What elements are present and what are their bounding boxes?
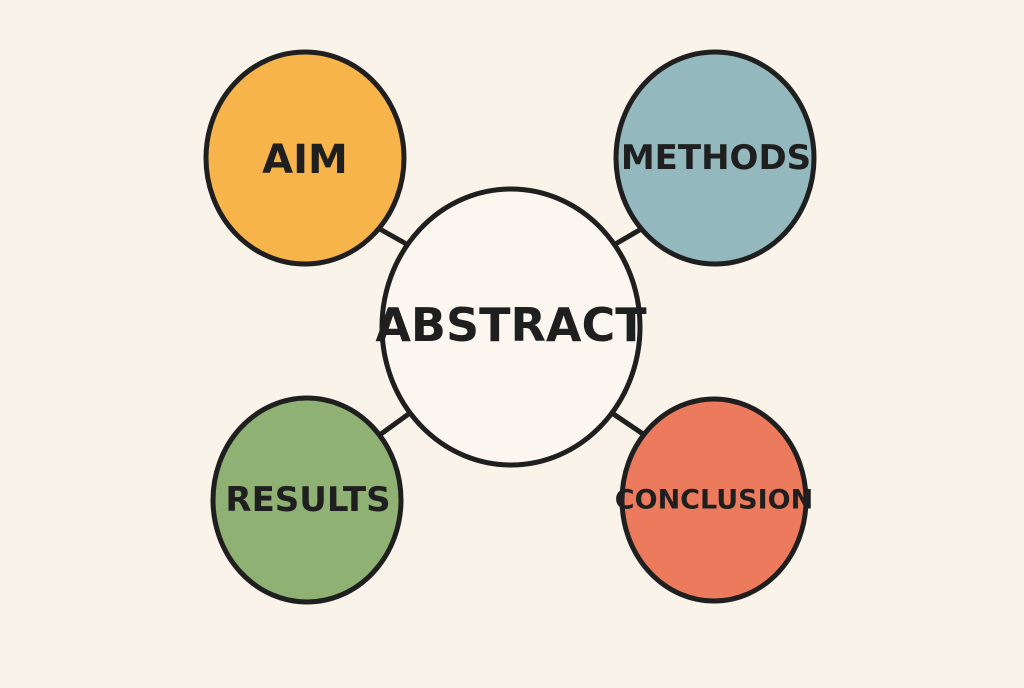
connector-conclusion xyxy=(609,410,646,437)
node-abstract: ABSTRACT xyxy=(375,186,647,468)
node-aim-label: AIM xyxy=(262,137,348,183)
node-conclusion: CONCLUSION xyxy=(615,396,813,604)
node-results: RESULTS xyxy=(210,395,404,605)
node-methods-label: METHODS xyxy=(621,138,811,178)
node-conclusion-label: CONCLUSION xyxy=(615,485,813,516)
connector-methods xyxy=(609,225,646,249)
node-methods: METHODS xyxy=(613,49,817,267)
connector-aim xyxy=(375,225,413,249)
node-aim: AIM xyxy=(203,49,407,267)
node-abstract-label: ABSTRACT xyxy=(375,298,647,352)
node-results-label: RESULTS xyxy=(225,480,390,520)
connector-results xyxy=(378,410,413,437)
